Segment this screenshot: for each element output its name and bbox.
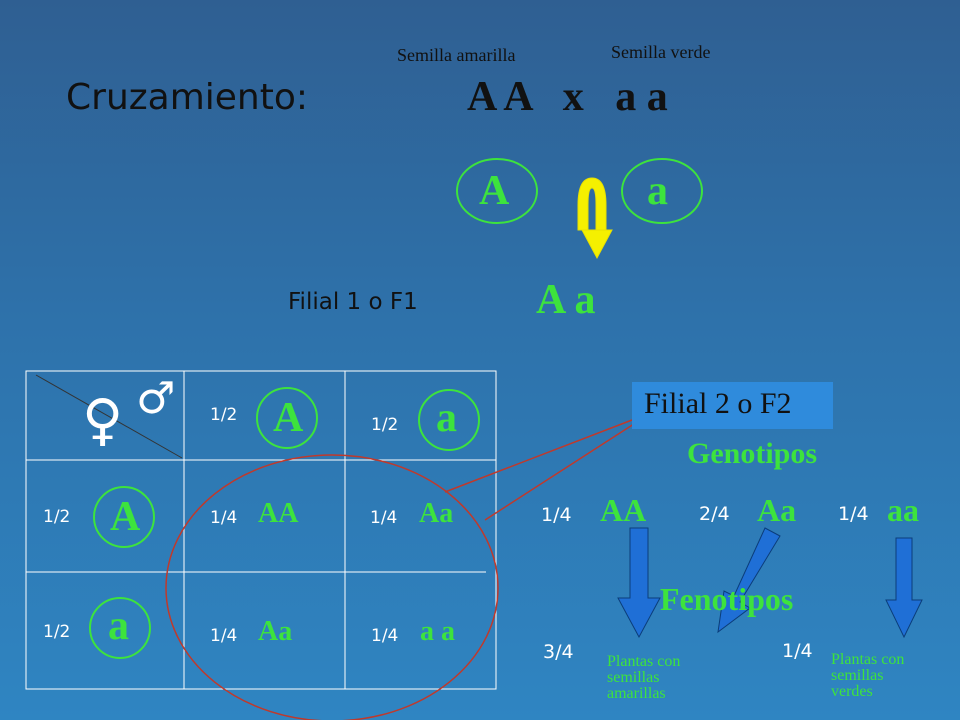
cell-prob-4: 1/4 [371,626,399,646]
row-prob-2: 1/2 [43,622,71,642]
male-symbol-icon: ♂ [136,373,176,424]
gamete-right: a [647,168,668,214]
arrow-aa-icon [617,527,661,639]
union-arrowhead-icon [581,229,613,260]
cell-prob-2: 1/4 [370,508,398,528]
row-allele-2: a [108,603,129,649]
cell-genotype-2: Aa [419,498,454,529]
arrow-aa-recessive-icon [885,537,923,639]
fenotipos-title: Fenotipos [660,581,794,617]
f2-genotype-2: Aa [757,492,797,528]
phenotype-prob-2: 1/4 [782,640,813,662]
phenotype-desc-1-line-1: Plantas con [607,653,681,670]
f2-genotype-prob-3: 1/4 [838,503,869,525]
row-allele-circle-1 [93,486,155,548]
union-arrow-icon [577,177,607,231]
f2-genotype-1: AA [600,492,647,528]
f2-genotype-prob-2: 2/4 [699,503,730,525]
f2-label: Filial 2 o F2 [644,387,792,420]
col-prob-1: 1/2 [210,405,238,425]
green-seed-label: Semilla verde [611,42,711,62]
f1-label: Filial 1 o F1 [288,289,418,315]
cell-genotype-1: AA [258,498,299,529]
callout-line-top [444,419,633,493]
cross-label: Cruzamiento: [66,77,309,118]
f1-genotype: A a [536,277,596,323]
gamete-left: A [479,168,510,214]
female-symbol-icon: ♀ [82,388,124,453]
gamete-circle-left [456,158,538,224]
phenotype-desc-1: Plantas con semillas amarillas [607,654,680,702]
col-allele-2: a [436,395,457,441]
col-allele-circle-1 [256,387,318,449]
yellow-seed-label: Semilla amarilla [397,45,516,65]
col-allele-circle-2 [418,389,480,451]
phenotype-desc-2: Plantas con semillas verdes [831,652,904,700]
phenotype-desc-2-line-1: Plantas con [831,651,905,668]
f2-callout-box [632,382,833,429]
punnett-diagonal [35,374,183,459]
phenotype-desc-1-line-3: amarillas [607,685,666,702]
phenotype-desc-2-line-3: verdes [831,683,873,700]
cell-genotype-4: a a [420,616,455,647]
phenotype-prob-1: 3/4 [543,641,574,663]
arrow-Aa-icon [717,527,781,634]
col-prob-2: 1/2 [371,415,399,435]
row-prob-1: 1/2 [43,507,71,527]
phenotype-desc-2-line-2: semillas [831,667,884,684]
row-allele-circle-2 [89,597,151,659]
genotypes-title: Genotipos [687,437,818,470]
callout-line-bottom [484,419,641,521]
phenotype-desc-1-line-2: semillas [607,669,660,686]
col-allele-1: A [273,395,304,441]
f2-genotype-3: aa [887,492,919,528]
f2-genotype-prob-1: 1/4 [541,504,572,526]
cross-formula: A A x a a [467,74,668,120]
f2-highlight-circle [165,454,499,720]
cell-genotype-3: Aa [258,616,293,647]
row-allele-1: A [110,494,141,540]
gamete-circle-right [621,158,703,224]
cell-prob-3: 1/4 [210,626,238,646]
cell-prob-1: 1/4 [210,508,238,528]
punnett-border [25,370,497,690]
